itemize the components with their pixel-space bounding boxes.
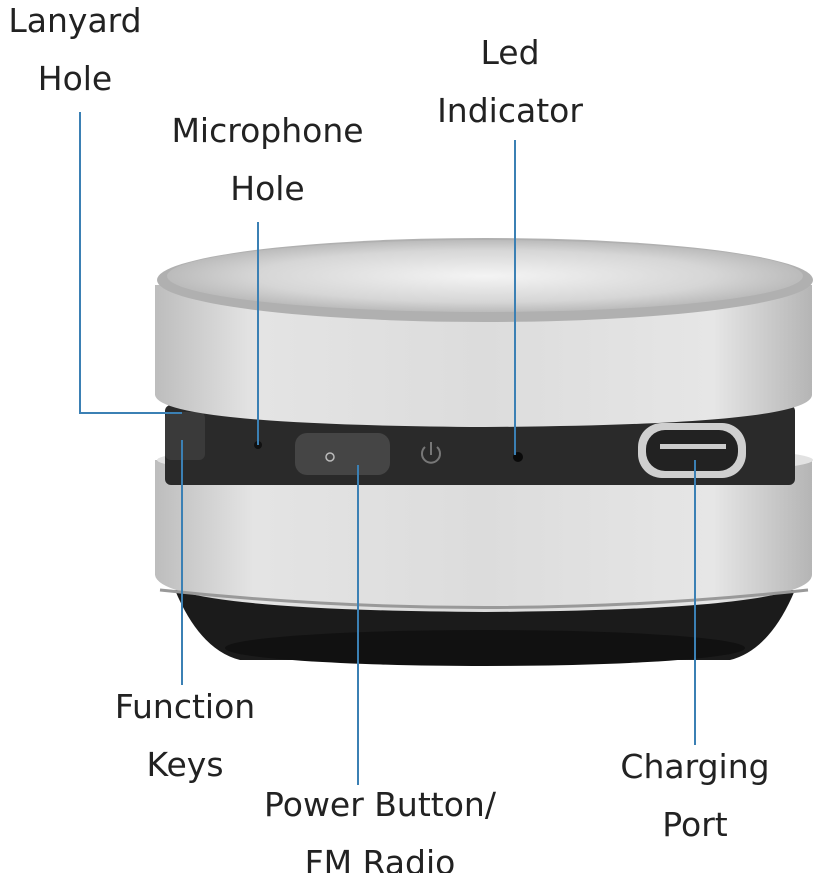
function-keys-part xyxy=(165,412,205,460)
power-icon xyxy=(421,442,441,464)
power-button-part xyxy=(295,433,390,475)
control-band xyxy=(165,405,795,485)
leader-lines xyxy=(79,112,696,785)
label-power-button: Power Button/FM Radio xyxy=(264,785,496,873)
usb-c-port-icon xyxy=(638,423,746,478)
speaker-top-cap xyxy=(155,238,813,427)
leader-lanyard-hole xyxy=(79,112,182,414)
